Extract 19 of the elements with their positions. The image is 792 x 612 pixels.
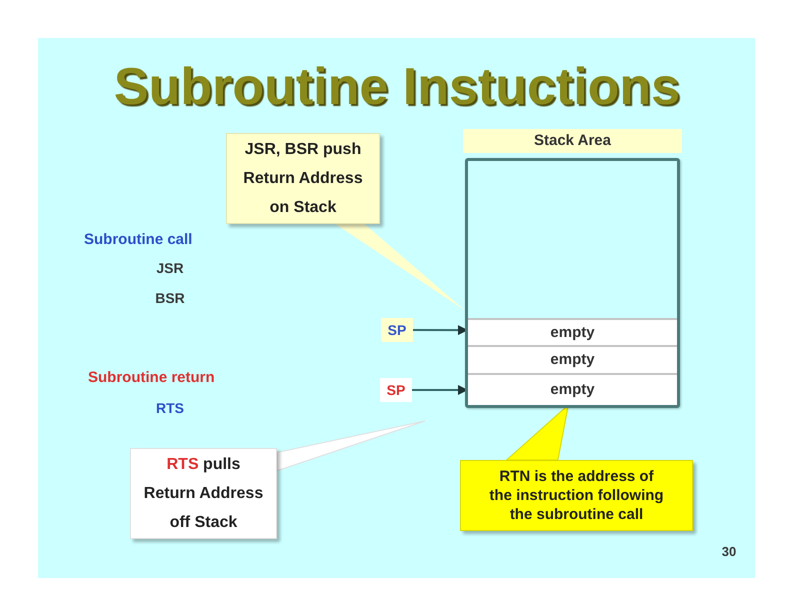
register-tag: SP — [381, 318, 413, 342]
slide-title: Subroutine Instuctions — [114, 58, 680, 116]
speech-callout: JSR, BSR push Return Address on Stack — [226, 133, 380, 224]
stack-heading: Stack Area — [463, 129, 682, 153]
arrow — [413, 325, 468, 336]
register-tag: SP — [380, 378, 412, 402]
section-heading: Subroutine call — [84, 231, 192, 249]
arrow — [412, 384, 468, 395]
stack-cell: empty — [468, 373, 677, 405]
speech-callout: RTS pulls Return Address off Stack — [130, 448, 277, 539]
callout-pointer — [335, 224, 465, 310]
instruction-name: BSR — [155, 289, 185, 307]
section-heading: Subroutine return — [88, 369, 215, 387]
instruction-name: JSR — [156, 259, 184, 277]
page-number: 30 — [722, 543, 736, 561]
instruction-name: RTS — [156, 399, 184, 417]
callout-pointer — [276, 420, 426, 472]
stack-cell: empty — [468, 318, 677, 345]
stack-cell: empty — [468, 345, 677, 373]
